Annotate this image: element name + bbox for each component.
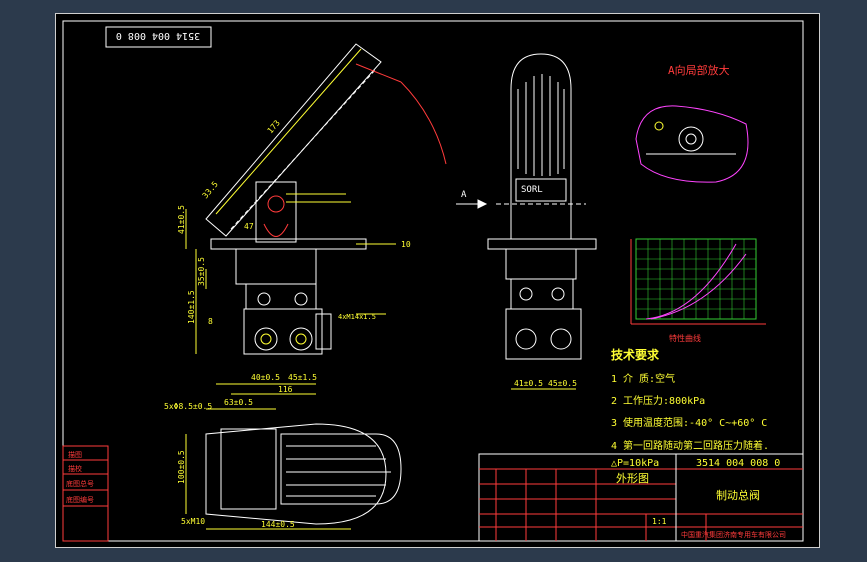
dim-d7: 40±0.5 [251, 373, 280, 382]
strip-label-4: 底图编号 [66, 495, 94, 504]
left-strip: 描图 描校 底图总号 底图编号 [62, 445, 109, 542]
title-scale: 1:1 [652, 517, 667, 526]
characteristic-chart: 特性曲线 [630, 238, 766, 343]
front-view-labels: SORL A 41±0.5 45±0.5 [461, 185, 577, 388]
title-pressure-note: △P=10kPa [611, 458, 659, 469]
view-arrow-label: A [461, 190, 467, 200]
tech-req-item-4: 4 第一回路随动第二回路压力随着. [611, 439, 769, 452]
dim-d4: 140±1.5 [187, 290, 196, 324]
plan-view-dimensions: 63±0.5 5xΦ8.5±0.5 100±0.5 5xM10 144±0.5 [164, 398, 295, 529]
dim-d13: 5xM10 [181, 517, 205, 526]
dim-d21: 10 [401, 240, 411, 249]
title-name: 制动总阀 [716, 488, 760, 502]
dim-d17: 33.5 [201, 180, 220, 201]
dim-d15: 41±0.5 [514, 379, 543, 388]
strip-label-3: 底图总号 [66, 479, 94, 488]
dim-d16: 45±0.5 [548, 379, 577, 388]
dim-d5: 8 [208, 317, 213, 326]
tech-req-title: 技术要求 [611, 347, 660, 362]
brand-text: SORL [521, 185, 543, 195]
tech-req-item-3: 3 使用温度范围:-40° C~+60° C [611, 416, 767, 429]
front-view [456, 53, 597, 390]
cad-drawing: 3514 004 008 0 [62, 20, 804, 542]
strip-label-2: 描校 [68, 464, 82, 473]
tech-req-item-2: 2 工作压力:800kPa [611, 394, 705, 407]
dim-d8: 45±1.5 [288, 373, 317, 382]
title-drawing-number: 3514 004 008 0 [696, 458, 780, 469]
plan-view [185, 408, 402, 530]
tech-requirements: 技术要求 1 介 质:空气 2 工作压力:800kPa 3 使用温度范围:-40… [611, 347, 769, 452]
dim-d20: 4xM14x1.5 [338, 313, 376, 321]
detail-view: A向局部放大 [635, 63, 749, 183]
side-view [185, 43, 447, 395]
dim-d18: 47 [244, 222, 254, 231]
detail-view-title: A向局部放大 [668, 63, 730, 77]
chart-axis-label: 特性曲线 [669, 333, 701, 343]
title-company: 中国重汽集团济南专用车有限公司 [681, 530, 786, 539]
strip-label-1: 描图 [68, 450, 82, 459]
tech-req-item-1: 1 介 质:空气 [611, 372, 675, 385]
drawing-number-rotated: 3514 004 008 0 [116, 30, 200, 41]
title-figure-label: 外形图 [616, 472, 649, 485]
dim-d14: 144±0.5 [261, 520, 295, 529]
dim-d12: 100±0.5 [177, 450, 186, 484]
drawing-frame: 3514 004 008 0 [55, 13, 820, 548]
dim-d1: 41±0.5 [177, 205, 186, 234]
dim-d9: 116 [278, 385, 293, 394]
dim-d10: 63±0.5 [224, 398, 253, 407]
dim-d11: 5xΦ8.5±0.5 [164, 402, 212, 411]
inner-border [62, 20, 804, 542]
title-block: △P=10kPa 外形图 3514 004 008 0 制动总阀 1:1 中国重… [478, 453, 804, 542]
drawing-number-box: 3514 004 008 0 [105, 26, 212, 48]
dim-d3: 35±0.5 [197, 257, 206, 286]
